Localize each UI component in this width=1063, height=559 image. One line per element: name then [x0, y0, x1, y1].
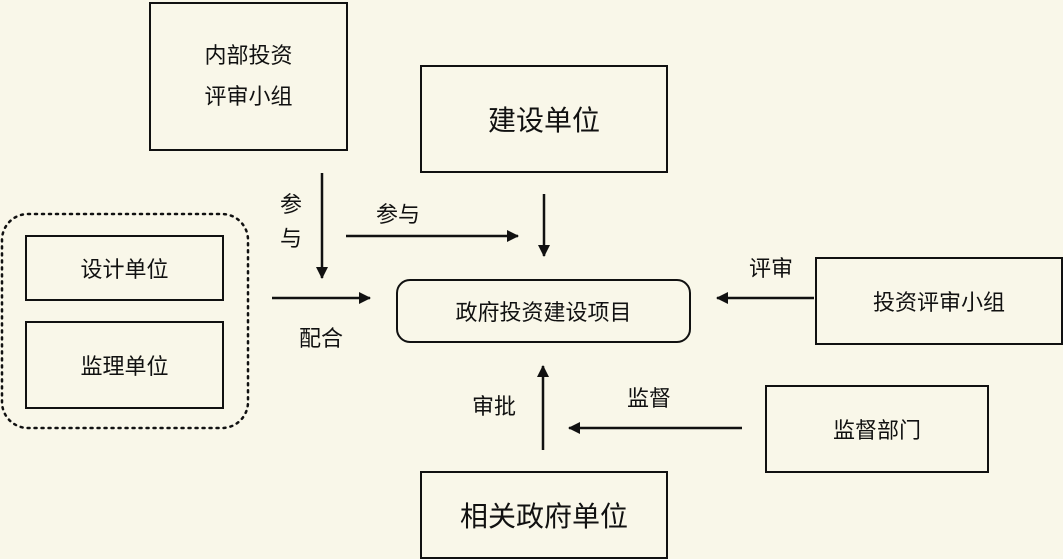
- participate-label: 参与: [376, 203, 421, 228]
- supervise-label: 监督: [627, 387, 672, 412]
- supervision-unit-box: 监理单位: [25, 321, 224, 409]
- internal-review-line2: 评审小组: [204, 84, 293, 110]
- review-label: 评审: [749, 257, 794, 282]
- construction-unit-box: 建设单位: [420, 65, 668, 173]
- supervision-dept-box: 监督部门: [765, 385, 989, 473]
- project-label: 政府投资建设项目: [455, 301, 632, 326]
- participate-vertical-char2: 与: [279, 227, 302, 252]
- supervision-unit-label: 监理单位: [80, 355, 169, 380]
- internal-review-box: 内部投资 评审小组: [149, 2, 348, 151]
- construction-unit-label: 建设单位: [487, 104, 600, 137]
- cooperate-label: 配合: [299, 327, 344, 352]
- participate-vertical-char1: 参: [279, 193, 302, 218]
- design-unit-box: 设计单位: [25, 235, 224, 301]
- approve-label: 审批: [472, 395, 517, 420]
- participate-vertical-label: 参 与: [278, 189, 304, 257]
- project-box: 政府投资建设项目: [396, 279, 691, 343]
- investment-review-box: 投资评审小组: [815, 257, 1063, 345]
- unit-group-outline: [0, 212, 250, 430]
- investment-review-label: 投资评审小组: [872, 291, 1005, 316]
- internal-review-line1: 内部投资: [204, 43, 293, 69]
- design-unit-label: 设计单位: [80, 258, 169, 283]
- government-unit-label: 相关政府单位: [459, 500, 628, 533]
- supervision-dept-label: 监督部门: [832, 419, 921, 444]
- government-unit-box: 相关政府单位: [420, 471, 668, 559]
